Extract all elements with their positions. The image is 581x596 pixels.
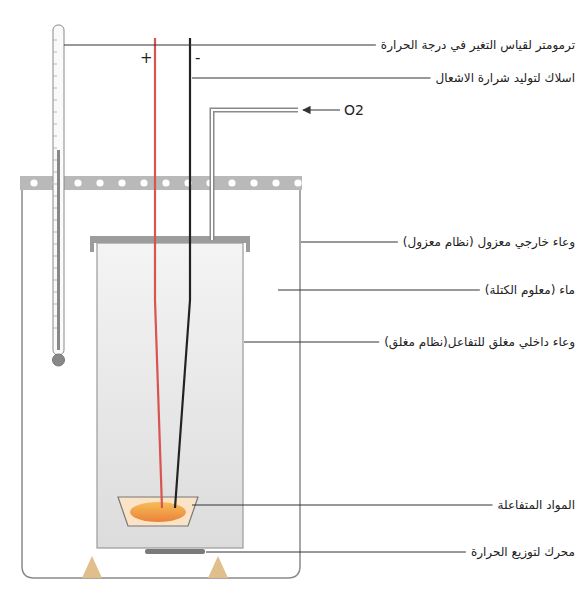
- lid-dot: [30, 179, 37, 186]
- thermometer-tick: [53, 64, 57, 65]
- crucible: [118, 497, 198, 526]
- polarity-sign: -: [195, 50, 200, 66]
- lid-dot: [250, 179, 257, 186]
- thermometer-tick: [53, 196, 57, 197]
- thermometer-tick: [53, 40, 57, 41]
- thermometer-tick: [53, 256, 57, 257]
- stirrer-support: [208, 556, 228, 578]
- thermometer-tick: [53, 88, 57, 89]
- oxygen-pipe-bore: [212, 110, 298, 240]
- thermometer-bulb: [53, 354, 65, 366]
- thermometer-tick: [53, 244, 57, 245]
- lid-dot: [96, 179, 103, 186]
- lid-dot: [74, 179, 81, 186]
- lid-dot: [272, 179, 279, 186]
- oxygen-arrow: [303, 109, 340, 110]
- thermometer-tick: [53, 268, 57, 269]
- leader-line: [206, 552, 466, 553]
- lid-dot: [118, 179, 125, 186]
- reactants: [130, 502, 186, 522]
- thermometer-tick: [53, 184, 57, 185]
- thermometer-tick: [53, 328, 57, 329]
- thermometer-tick: [53, 220, 57, 221]
- part-label: محرك لتوزيع الحرارة: [471, 544, 575, 560]
- thermometer-tick: [53, 316, 57, 317]
- positive-wire: [155, 38, 162, 508]
- thermometer-column: [57, 150, 60, 350]
- thermometer-tick: [53, 208, 57, 209]
- oxygen-pipe: [212, 110, 298, 240]
- thermometer-ticks: [53, 40, 57, 328]
- inner-vessel: [97, 243, 243, 548]
- stirrer-bar: [145, 549, 205, 554]
- part-label: ماء (معلوم الكتلة): [485, 282, 575, 298]
- thermometer-tick: [53, 52, 57, 53]
- part-label: وعاء داخلي مغلق للتفاعل(نظام مغلق): [384, 334, 575, 350]
- thermometer-tick: [53, 292, 57, 293]
- lid-dot: [162, 179, 169, 186]
- part-label: وعاء خارجي معزول (نظام معزول): [403, 234, 575, 250]
- leader-line: [64, 45, 376, 46]
- inner-lid: [90, 236, 250, 252]
- leader-line: [278, 290, 480, 291]
- gas-label: O2: [344, 102, 364, 118]
- part-label: المواد المتفاعلة: [498, 497, 575, 513]
- thermometer-tick: [53, 100, 57, 101]
- leader-line: [301, 242, 398, 243]
- thermometer-tick: [53, 172, 57, 173]
- leader-line: [192, 78, 431, 79]
- thermometer-tick: [53, 304, 57, 305]
- thermometer-tick: [53, 160, 57, 161]
- lid-dot: [294, 179, 301, 186]
- lid-dot: [140, 179, 147, 186]
- lid-dots: [30, 179, 301, 186]
- thermometer-tick: [53, 148, 57, 149]
- thermometer-tick: [53, 136, 57, 137]
- thermometer-tick: [53, 76, 57, 77]
- negative-wire: [175, 38, 190, 508]
- leader-line: [244, 342, 379, 343]
- part-label: اسلاك لتوليد شرارة الاشعال: [436, 70, 575, 86]
- leader-line: [192, 505, 493, 506]
- thermometer-tick: [53, 280, 57, 281]
- stirrer-support: [82, 556, 102, 578]
- part-label: ترمومتر لقياس التغير في درجة الحرارة: [381, 37, 575, 53]
- lid-dot: [228, 179, 235, 186]
- thermometer-tick: [53, 124, 57, 125]
- thermometer-tick: [53, 112, 57, 113]
- thermometer-tube: [53, 25, 64, 355]
- polarity-sign: +: [140, 50, 153, 66]
- thermometer-tick: [53, 232, 57, 233]
